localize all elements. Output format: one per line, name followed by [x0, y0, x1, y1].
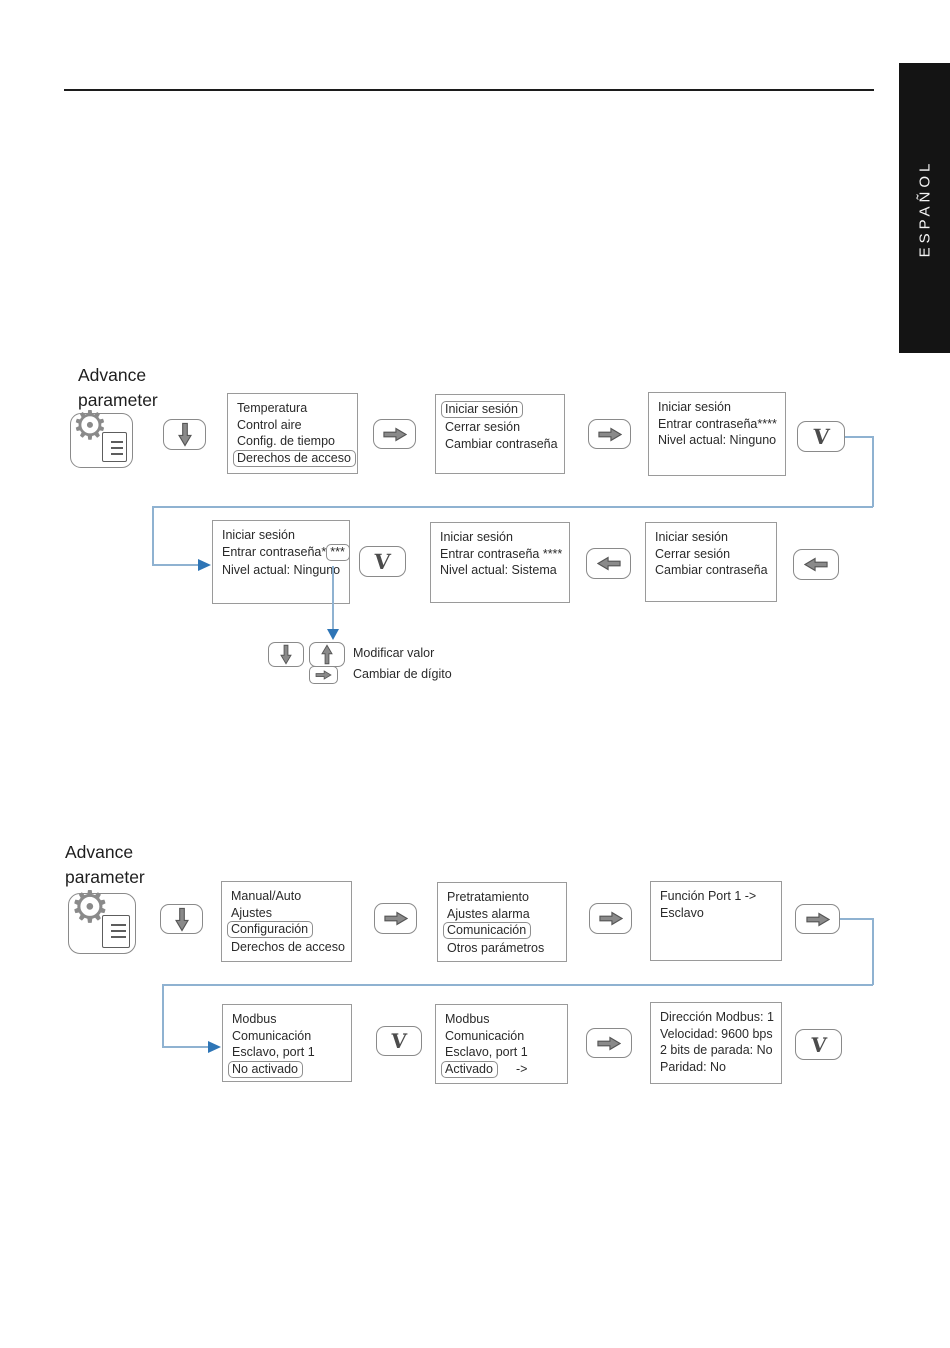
lcd-screen: Modbus Comunicación Esclavo, port 1 Acti…	[435, 1004, 568, 1084]
selected-menu-item: Iniciar sesión	[441, 401, 523, 418]
checklist-icon	[102, 432, 127, 462]
ok-button[interactable]: V	[376, 1026, 422, 1056]
connector-line	[872, 918, 874, 985]
left-arrow-icon	[804, 557, 828, 572]
lcd-screen: Temperatura Control aire Config. de tiem…	[227, 393, 358, 474]
right-arrow-button[interactable]	[309, 666, 338, 684]
ok-icon: V	[390, 1029, 408, 1053]
lcd-screen: Iniciar sesión Cerrar sesión Cambiar con…	[645, 522, 777, 602]
down-arrow-button[interactable]	[268, 642, 304, 667]
selected-digits: ***	[326, 543, 350, 561]
right-arrow-icon	[382, 427, 407, 441]
right-arrow-icon	[598, 911, 623, 926]
gear-icon: ⚙	[72, 403, 108, 449]
up-arrow-button[interactable]	[309, 642, 345, 667]
left-arrow-icon	[596, 556, 621, 571]
right-arrow-button[interactable]	[374, 903, 417, 934]
top-divider	[64, 89, 874, 91]
connector-line	[152, 564, 198, 566]
ok-icon: V	[809, 1032, 828, 1057]
ok-button[interactable]: V	[797, 421, 845, 452]
connector-line	[162, 984, 164, 1047]
right-arrow-button[interactable]	[588, 419, 631, 449]
lcd-screen: Pretratamiento Ajustes alarma Comunicaci…	[437, 882, 567, 962]
right-arrow-icon	[597, 427, 622, 441]
connector-line	[152, 506, 154, 565]
connector-line	[152, 506, 873, 508]
down-arrow-icon	[280, 644, 292, 665]
right-arrow-icon	[315, 670, 332, 680]
selected-menu-item: Derechos de acceso	[233, 449, 356, 467]
flow-arrowhead-icon	[327, 629, 339, 640]
selected-menu-item: Activado	[441, 1060, 498, 1078]
right-arrow-button[interactable]	[373, 419, 416, 449]
lcd-screen: Dirección Modbus: 1 Velocidad: 9600 bps …	[650, 1002, 782, 1084]
ok-button[interactable]: V	[795, 1029, 842, 1060]
left-arrow-button[interactable]	[793, 549, 839, 580]
flow-arrowhead-icon	[208, 1041, 221, 1053]
lcd-screen: Función Port 1 -> Esclavo	[650, 881, 782, 961]
down-arrow-button[interactable]	[163, 419, 206, 450]
diagram1-title: Advance parameter	[78, 365, 158, 410]
connector-line	[845, 436, 872, 438]
legend-modify-value: Modificar valor	[353, 646, 435, 660]
down-arrow-button[interactable]	[160, 904, 203, 934]
diagram2-title: Advance parameter	[65, 842, 145, 887]
flow-arrowhead-icon	[198, 559, 211, 571]
selected-menu-item: Configuración	[227, 921, 314, 938]
connector-line	[162, 1046, 208, 1048]
connector-line	[162, 984, 873, 986]
lcd-screen: Iniciar sesión Entrar contraseña**** Niv…	[648, 392, 786, 476]
checklist-icon	[102, 915, 130, 948]
ok-icon: V	[811, 424, 831, 449]
language-tab: ESPAÑOL	[899, 63, 950, 353]
down-arrow-icon	[174, 907, 189, 931]
lcd-screen: Iniciar sesión Entrar contraseña**** Niv…	[212, 520, 350, 604]
right-arrow-icon	[383, 911, 408, 926]
connector-line	[872, 436, 874, 507]
right-arrow-button[interactable]	[795, 904, 840, 934]
ok-button[interactable]: V	[359, 546, 406, 577]
legend-change-digit: Cambiar de dígito	[353, 667, 452, 681]
lcd-screen: Manual/Auto Ajustes Configuración Derech…	[221, 881, 352, 962]
advance-parameter-button[interactable]: ⚙	[70, 406, 133, 468]
advance-parameter-button[interactable]: ⚙	[68, 886, 136, 954]
connector-line	[332, 566, 334, 630]
selected-menu-item: No activado	[228, 1060, 304, 1078]
up-arrow-icon	[321, 644, 333, 665]
right-arrow-button[interactable]	[589, 903, 632, 934]
lcd-screen: Iniciar sesión Cerrar sesión Cambiar con…	[435, 394, 565, 474]
left-arrow-button[interactable]	[586, 548, 631, 579]
selected-menu-item: Comunicación	[443, 922, 532, 939]
ok-icon: V	[373, 549, 392, 574]
down-arrow-icon	[177, 422, 192, 447]
language-tab-label: ESPAÑOL	[916, 159, 933, 257]
right-arrow-icon	[597, 1036, 621, 1050]
connector-line	[840, 918, 872, 920]
right-arrow-icon	[805, 912, 830, 926]
lcd-screen: Modbus Comunicación Esclavo, port 1 No a…	[222, 1004, 352, 1082]
lcd-screen: Iniciar sesión Entrar contraseña **** Ni…	[430, 522, 570, 603]
right-arrow-button[interactable]	[586, 1028, 632, 1058]
